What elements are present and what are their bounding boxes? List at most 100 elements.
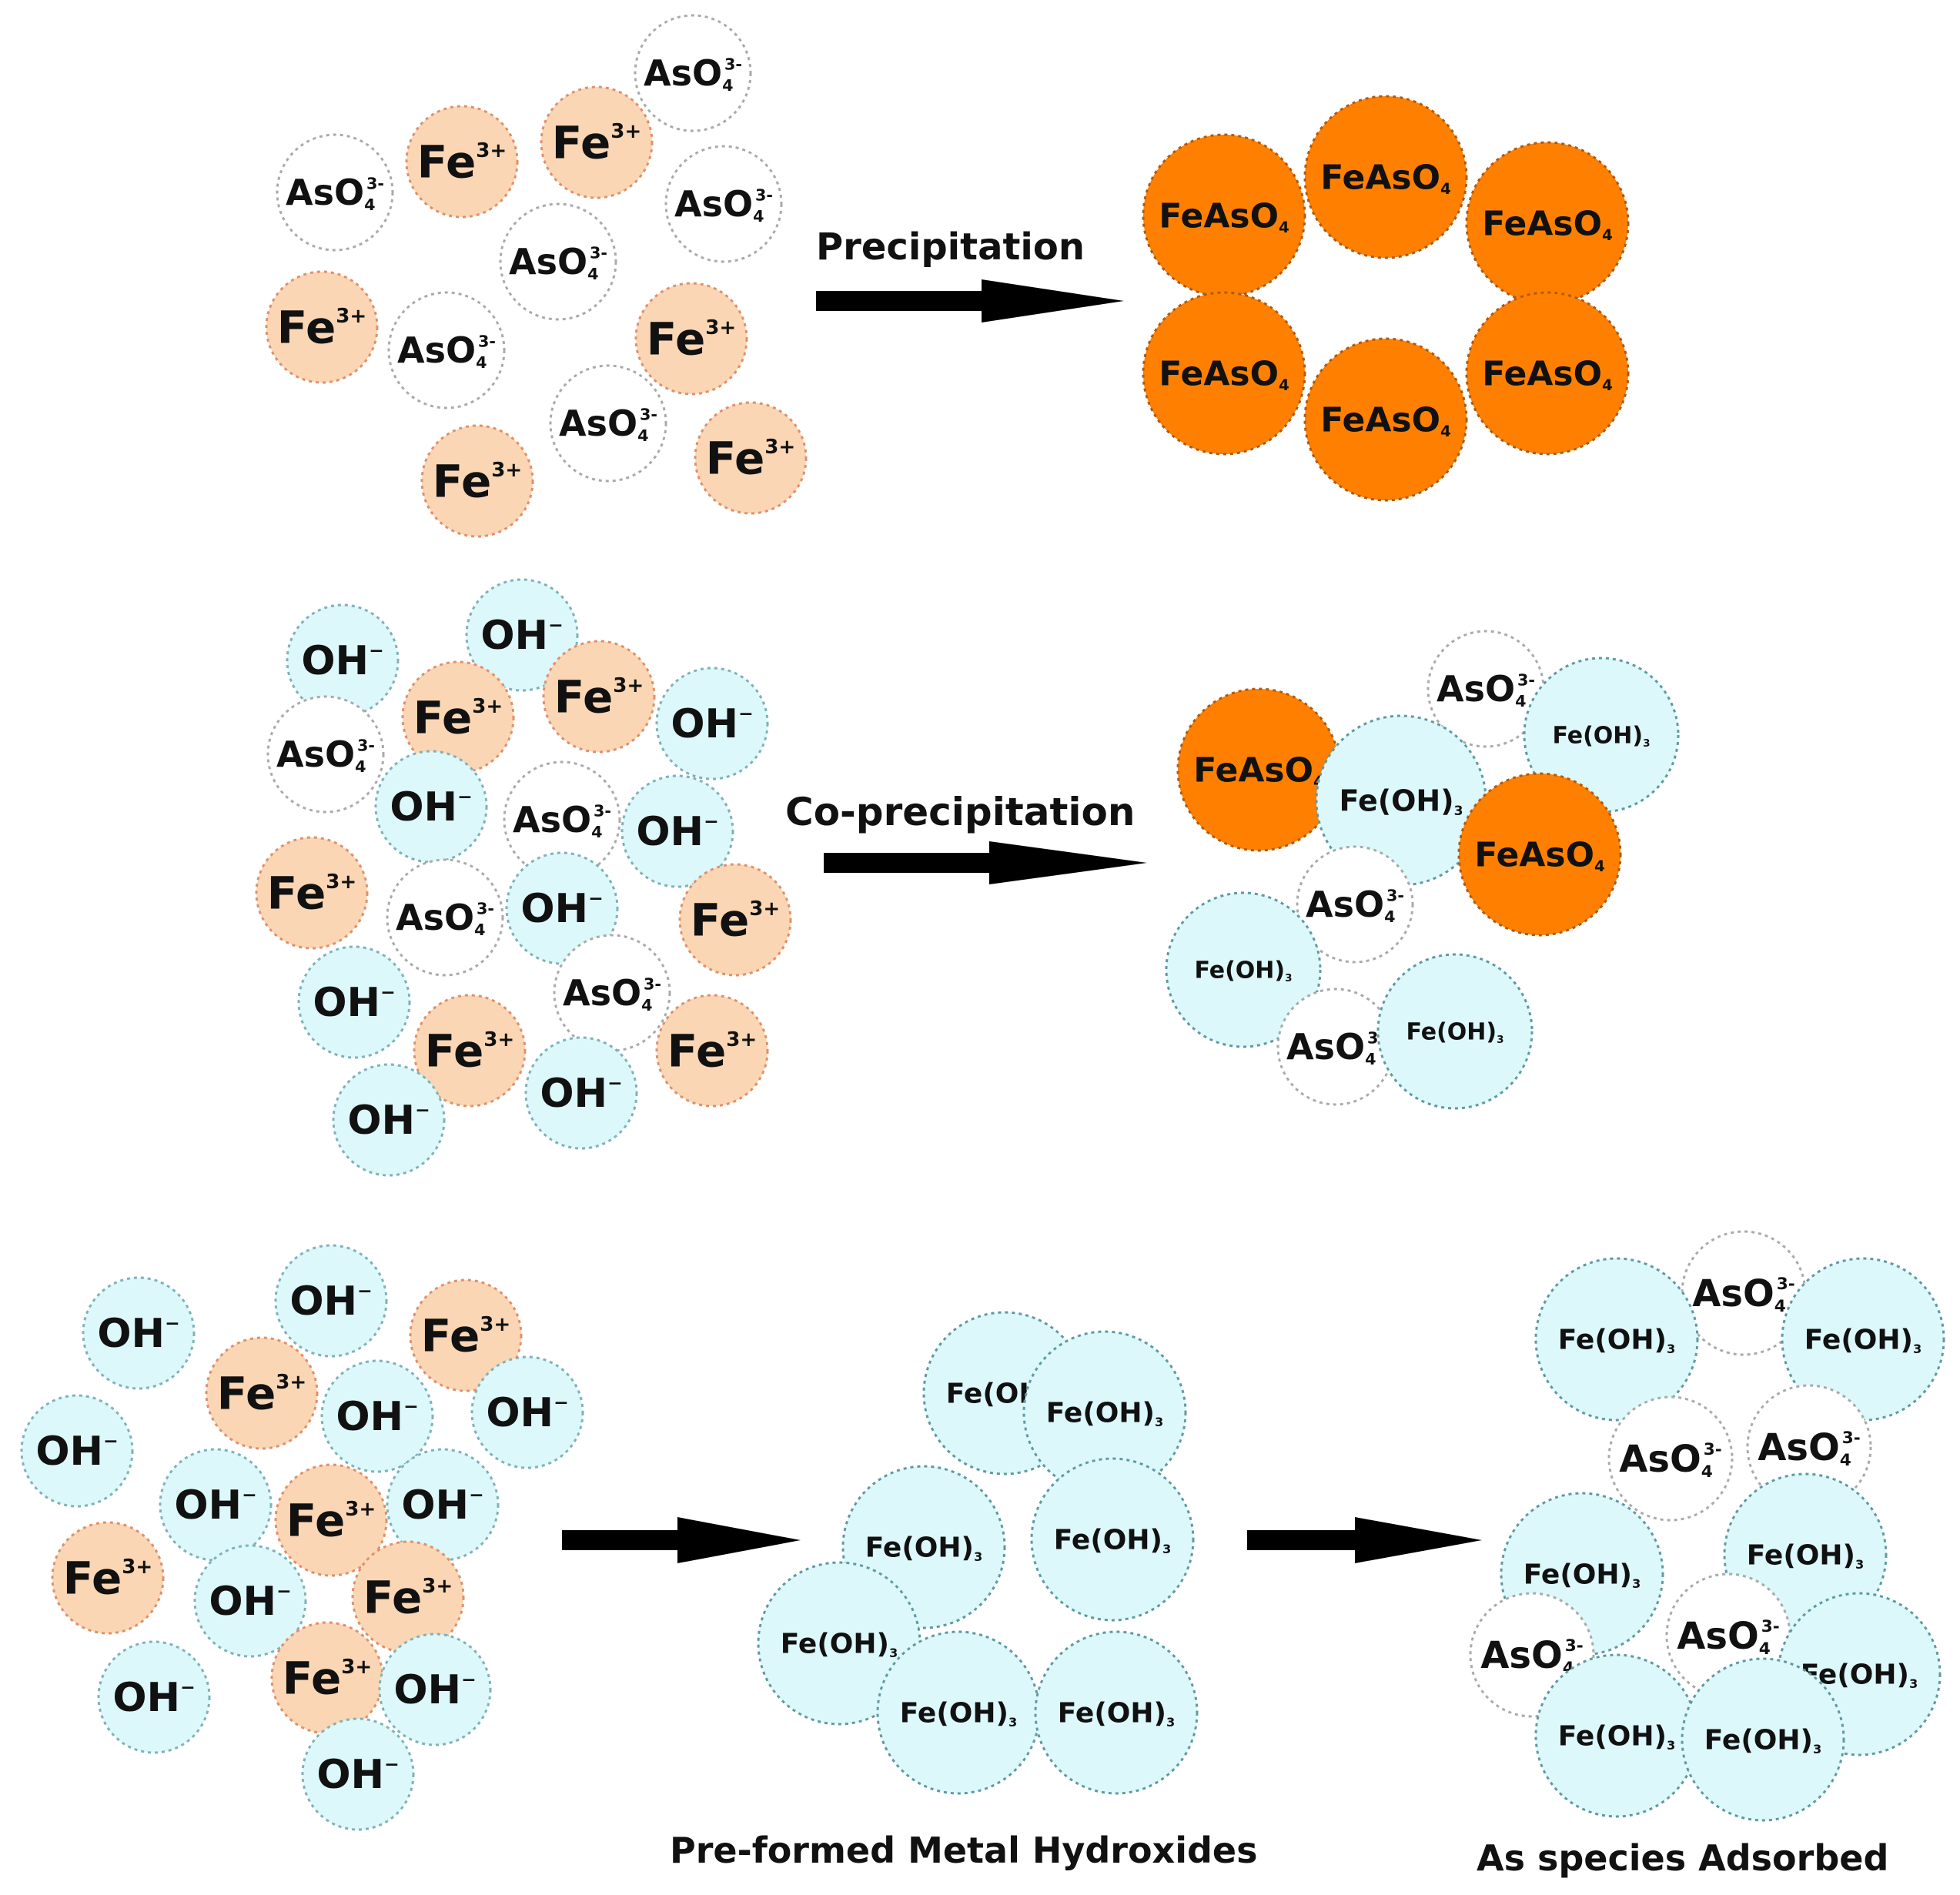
- arsenate-ion: AsO43-: [499, 202, 617, 321]
- hydroxide-ion-circle: [20, 1394, 134, 1508]
- ferric-arsenate-particle: FeAsO4: [1465, 141, 1630, 306]
- hydroxide-ion: OH−: [297, 945, 411, 1059]
- ferric-hydroxide-particle-label: Fe(OH)3: [1194, 958, 1292, 985]
- arsenate-ion: AsO43-: [386, 858, 504, 977]
- ferric-arsenate-particle: FeAsO4: [1142, 133, 1306, 298]
- ferric-hydroxide-particle: Fe(OH)3: [1030, 1457, 1195, 1622]
- arsenate-ion-circle: [1296, 845, 1414, 964]
- arsenate-ion: AsO43-: [266, 695, 385, 814]
- ferric-arsenate-particle: FeAsO4: [1303, 95, 1468, 259]
- hydroxide-ion: OH−: [159, 1448, 273, 1562]
- hydroxide-ion-label: OH−: [393, 1667, 476, 1713]
- hydroxide-ion-label: OH−: [540, 1071, 622, 1117]
- ferric-hydroxide-particle-label: Fe(OH)3: [1558, 1325, 1675, 1356]
- hydroxide-ion-circle: [655, 667, 769, 780]
- ferric-arsenate-particle-label: FeAsO4: [1482, 354, 1613, 394]
- hydroxide-ion: OH−: [332, 1063, 446, 1177]
- fe3-ion-label: Fe3+: [283, 1652, 373, 1704]
- hydroxide-ion-circle: [286, 603, 400, 717]
- hydroxide-ion-circle: [386, 1448, 500, 1562]
- arsenate-ion-circle: [387, 291, 506, 409]
- fe3-ion-label: Fe3+: [267, 867, 357, 919]
- arsenate-ion: AsO43-: [276, 133, 394, 252]
- fe3-ion: Fe3+: [51, 1521, 165, 1635]
- fe3-ion-label: Fe3+: [217, 1367, 307, 1419]
- fe3-ion-label: Fe3+: [691, 894, 781, 946]
- fe3-ion-label: Fe3+: [413, 691, 503, 744]
- ferric-hydroxide-particle-label: Fe(OH)3: [1552, 723, 1650, 750]
- arsenate-ion: AsO43-: [1276, 988, 1395, 1106]
- hydroxide-ion-circle: [297, 945, 411, 1059]
- hydroxide-ion-circle: [159, 1448, 273, 1562]
- hydroxide-ion: OH−: [524, 1036, 638, 1150]
- fe3-ion-label: Fe3+: [552, 116, 642, 169]
- arsenate-ion-circle: [549, 364, 667, 483]
- arrow-to-preformed: [562, 1517, 801, 1563]
- hydroxide-ion: OH−: [320, 1359, 434, 1473]
- hydroxide-ion-circle: [470, 1355, 584, 1469]
- hydroxide-ion-label: OH−: [313, 980, 395, 1026]
- fe3-ion: Fe3+: [678, 863, 792, 977]
- fe3-ion-label: Fe3+: [433, 455, 523, 507]
- arsenate-ion-circle: [1746, 1384, 1872, 1510]
- ferric-arsenate-particle-circle: [1303, 337, 1468, 502]
- ferric-hydroxide-particle-circle: [1030, 1457, 1195, 1622]
- arsenate-ion: AsO43-: [387, 291, 506, 409]
- ferric-arsenate-particle-label: FeAsO4: [1159, 196, 1289, 236]
- hydroxide-ion: OH−: [505, 851, 619, 965]
- fe3-ion-label: Fe3+: [667, 1024, 758, 1077]
- ferric-arsenate-particle-label: FeAsO4: [1320, 400, 1451, 440]
- arsenate-ion-label: AsO43-: [1306, 884, 1404, 926]
- fe3-ion-circle: [401, 660, 515, 774]
- hydroxide-ion-label: OH−: [636, 809, 718, 855]
- precipitation-label: Precipitation: [816, 226, 1085, 269]
- arsenate-ion-label: AsO43-: [1286, 1026, 1385, 1068]
- as-species-adsorbed-label: As species Adsorbed: [1477, 1837, 1888, 1879]
- hydroxide-ion-circle: [620, 774, 734, 888]
- hydroxide-ion-label: OH−: [336, 1394, 418, 1440]
- hydroxide-ion: OH−: [82, 1276, 196, 1390]
- arsenate-ion-label: AsO43-: [276, 734, 375, 776]
- hydroxide-ion: OH−: [274, 1244, 388, 1358]
- ferric-hydroxide-particle-circle: [1034, 1630, 1199, 1795]
- arsenate-ion-label: AsO43-: [1677, 1615, 1780, 1659]
- arsenate-ion-label: AsO43-: [286, 172, 384, 214]
- hydroxide-ion: OH−: [97, 1640, 211, 1754]
- arsenate-ion-label: AsO43-: [644, 52, 742, 95]
- arrow-coprecipitation: [824, 841, 1147, 884]
- ferric-hydroxide-particle-label: Fe(OH)3: [1340, 784, 1463, 819]
- arsenate-ion: AsO43-: [1607, 1395, 1734, 1522]
- hydroxide-ion: OH−: [470, 1355, 584, 1469]
- ferric-arsenate-particle-circle: [1457, 772, 1622, 937]
- arsenate-ion-circle: [1607, 1395, 1734, 1522]
- fe3-ion: Fe3+: [409, 1278, 523, 1392]
- hydroxide-ion-label: OH−: [486, 1390, 568, 1436]
- fe3-ion-circle: [351, 1540, 465, 1654]
- particle-layer: AsO43-Fe3+Fe3+AsO43-AsO43-AsO43-Fe3+AsO4…: [20, 14, 1945, 1831]
- hydroxide-ion-circle: [505, 851, 619, 965]
- ferric-hydroxide-particle-label: Fe(OH)3: [1804, 1325, 1922, 1356]
- ferric-hydroxide-particle-circle: [1681, 1657, 1845, 1822]
- hydroxide-ion-label: OH−: [520, 886, 603, 932]
- ferric-arsenate-particle: FeAsO4: [1176, 687, 1341, 852]
- fe3-ion-label: Fe3+: [277, 301, 367, 353]
- fe3-ion-label: Fe3+: [363, 1571, 453, 1623]
- hydroxide-ion-label: OH−: [35, 1429, 118, 1475]
- fe3-ion-circle: [409, 1278, 523, 1392]
- fe3-ion: Fe3+: [205, 1336, 319, 1450]
- fe3-ion: Fe3+: [265, 270, 379, 384]
- preformed-hydroxides-label: Pre-formed Metal Hydroxides: [670, 1830, 1258, 1871]
- ferric-hydroxide-particle-label: Fe(OH)3: [1054, 1525, 1171, 1556]
- ferric-hydroxide-particle: Fe(OH)3: [1034, 1630, 1199, 1795]
- hydroxide-ion: OH−: [378, 1633, 492, 1746]
- hydroxide-ion-circle: [465, 578, 579, 692]
- arsenate-ion-circle: [386, 858, 504, 977]
- arrow-to-adsorbed: [1247, 1517, 1482, 1563]
- ferric-arsenate-particle: FeAsO4: [1303, 337, 1468, 502]
- fe3-ion-label: Fe3+: [425, 1024, 515, 1077]
- hydroxide-ion-label: OH−: [301, 638, 383, 684]
- arsenate-ion: AsO43-: [664, 145, 783, 263]
- hydroxide-ion-label: OH−: [174, 1482, 256, 1529]
- fe3-ion: Fe3+: [540, 85, 654, 199]
